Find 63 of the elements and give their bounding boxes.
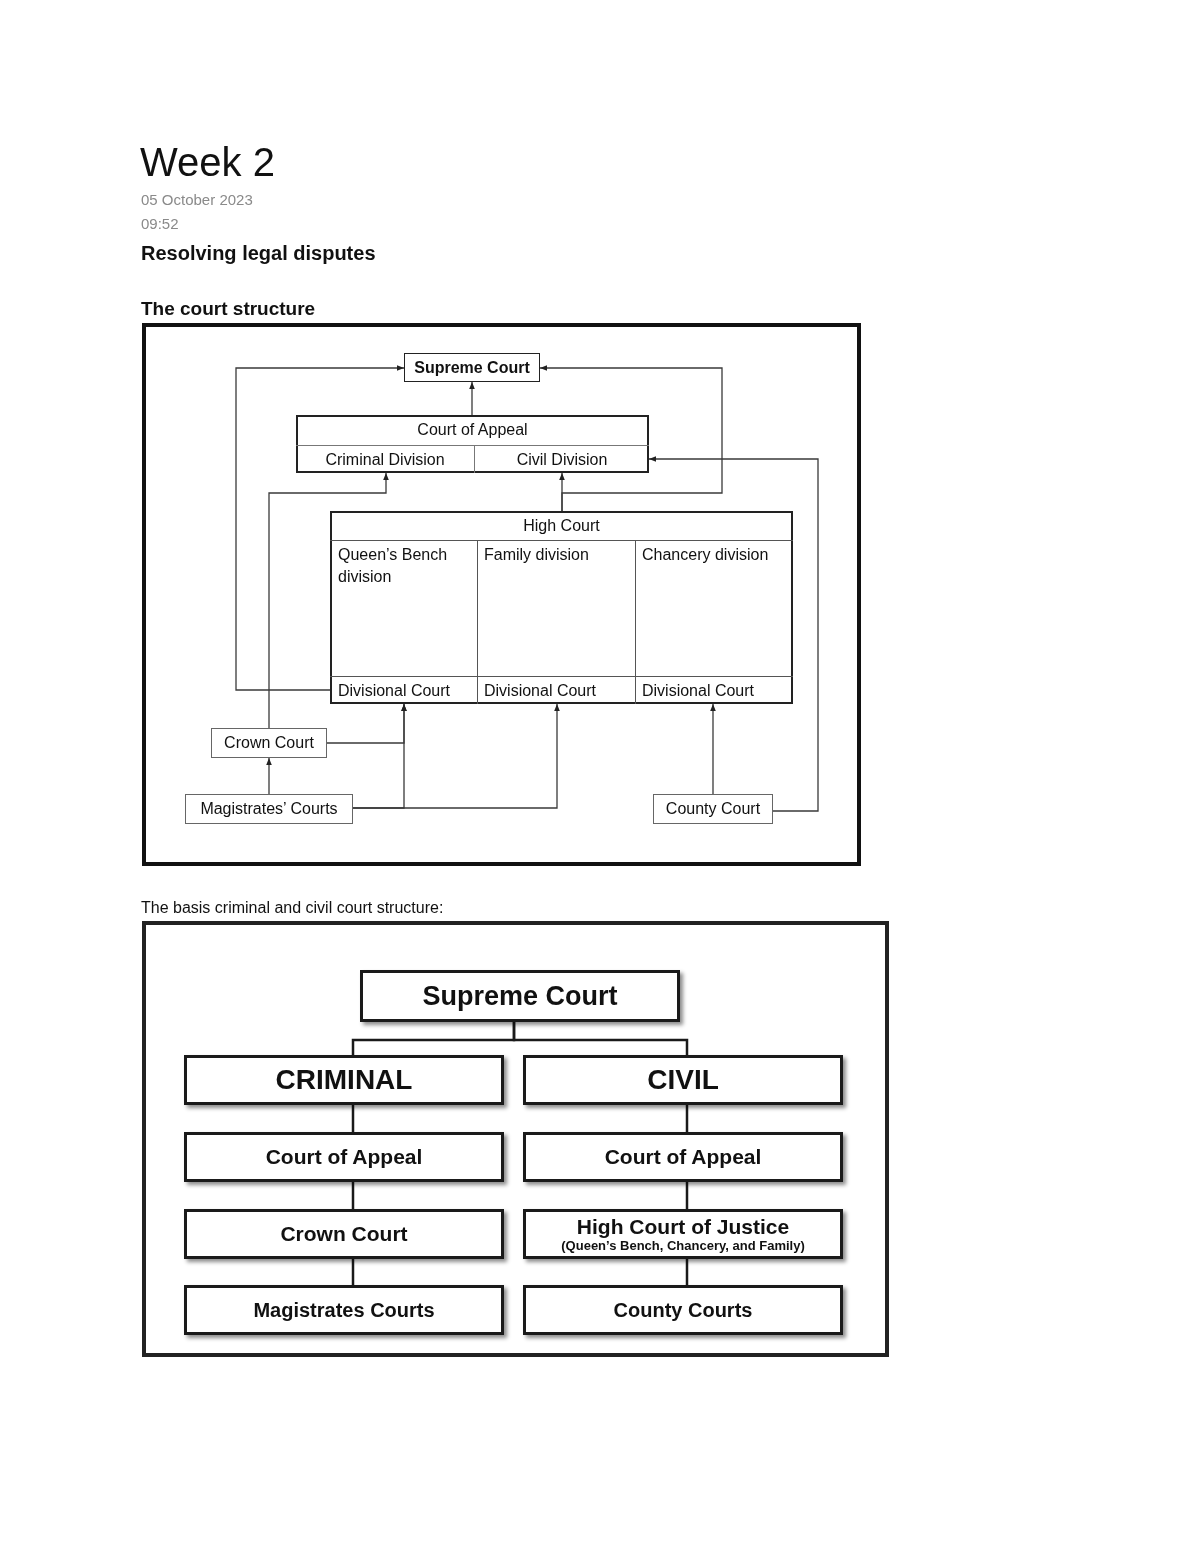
connector-line (351, 1182, 355, 1209)
section-heading: Resolving legal disputes (141, 241, 376, 266)
division-name: Civil Division (516, 449, 608, 470)
category-box (523, 1055, 843, 1105)
connector-line (512, 1022, 689, 1055)
heading-text: High Court (523, 515, 600, 536)
connector-arrow (648, 456, 819, 812)
court-box (360, 970, 680, 1022)
division-cell (296, 445, 475, 473)
connector-arrow (710, 703, 716, 795)
connector-line (685, 1259, 689, 1285)
date-text: 05 October 2023 (141, 190, 253, 210)
court-box (404, 353, 540, 382)
category-name: CRIMINAL (275, 1064, 413, 1096)
heading-text: Court of Appeal (417, 420, 528, 440)
court-box (653, 794, 773, 824)
court-box (523, 1285, 843, 1335)
court-table (296, 415, 649, 473)
court-name: Court of Appeal (265, 1144, 423, 1170)
section-heading: The court structure (141, 297, 316, 321)
court-box (523, 1209, 843, 1259)
court-name: County Courts (613, 1298, 753, 1322)
court-name: Supreme Court (422, 980, 618, 1012)
time-text: 09:52 (141, 214, 179, 234)
division-name: Chancery division (642, 545, 770, 565)
court-name: Divisional Court (338, 680, 451, 701)
court-box (184, 1209, 504, 1259)
court-box (523, 1132, 843, 1182)
connector-arrow (469, 381, 475, 416)
court-name: County Court (665, 799, 761, 819)
connector-line (685, 1105, 689, 1132)
connector-line (351, 1105, 355, 1132)
division-name: Criminal Division (325, 449, 445, 470)
court-name: High Court of Justice (576, 1214, 790, 1238)
court-box (184, 1285, 504, 1335)
court-name: Magistrates’ Courts (200, 799, 338, 819)
connector-arrow (235, 365, 405, 691)
division-name: Family division (484, 545, 590, 565)
connector-arrow (539, 365, 723, 512)
category-name: CIVIL (647, 1064, 719, 1096)
connector-line (351, 1259, 355, 1285)
court-name: Court of Appeal (604, 1144, 762, 1170)
court-name: Magistrates Courts (253, 1298, 435, 1322)
court-box (211, 728, 327, 758)
court-name: Crown Court (280, 1221, 408, 1247)
court-name: Crown Court (224, 733, 314, 753)
connector-arrow (268, 472, 389, 729)
court-name: Supreme Court (414, 357, 530, 378)
division-column (477, 540, 635, 704)
category-box (184, 1055, 504, 1105)
caption-text: The basis criminal and civil court structure: (141, 898, 444, 918)
division-column (635, 540, 793, 704)
subtitle-text: (Queen’s Bench, Chancery, and Family) (561, 1237, 805, 1254)
court-name: Divisional Court (484, 680, 597, 701)
connector-arrow (266, 757, 272, 795)
court-box (184, 1132, 504, 1182)
connector-line (685, 1182, 689, 1209)
court-box (185, 794, 353, 824)
connector-arrow (352, 703, 560, 809)
court-table (330, 511, 793, 704)
page-title: Week 2 (140, 140, 275, 184)
court-name: Divisional Court (642, 680, 755, 701)
division-name: Queen’s Bench division (338, 545, 449, 587)
